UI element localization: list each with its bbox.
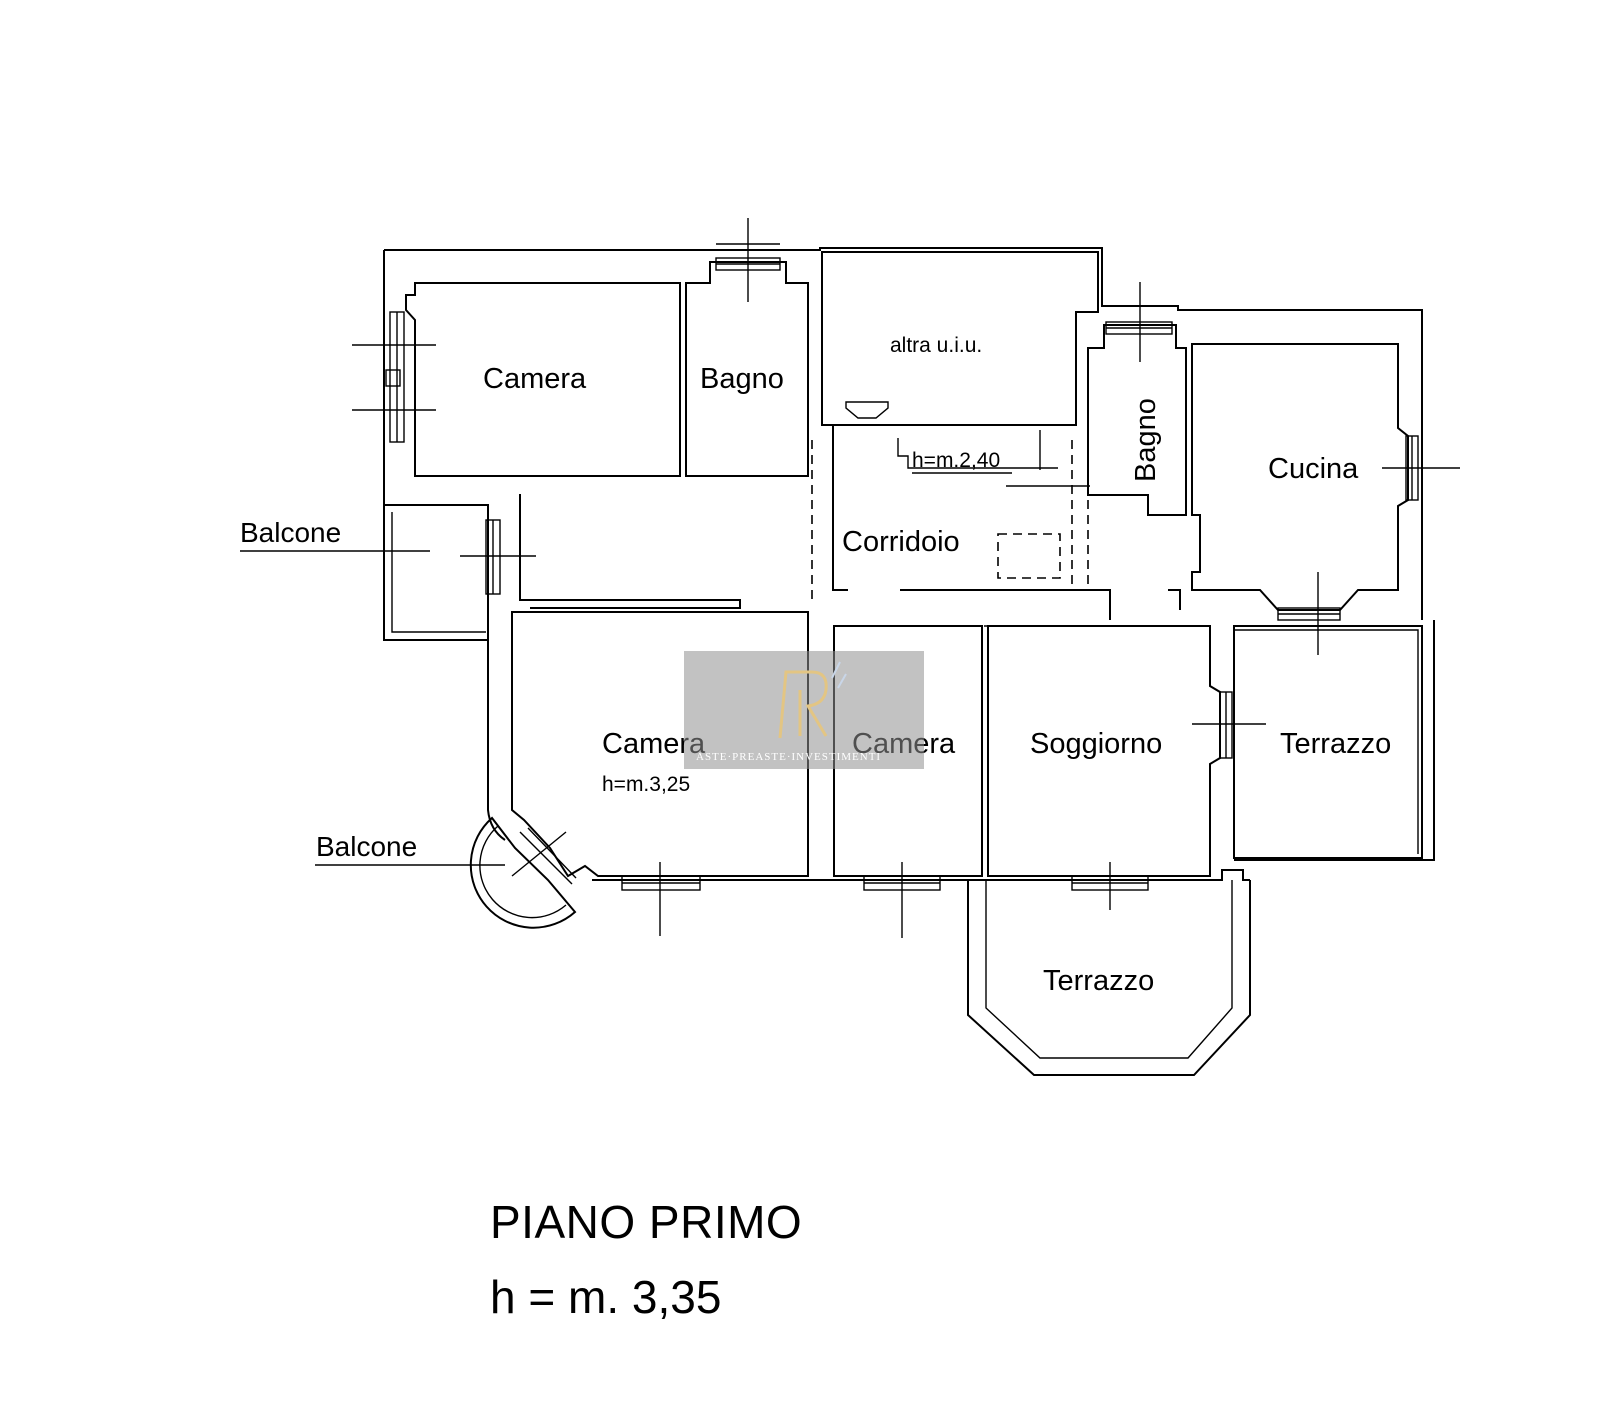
room-label-terrazzo-right: Terrazzo (1280, 728, 1391, 760)
room-label-soggiorno: Soggiorno (1030, 728, 1162, 760)
wall-corridor-south-2 (1168, 589, 1181, 610)
room-label-corridoio: Corridoio (842, 526, 960, 558)
room-label-bagno-top: Bagno (700, 363, 784, 395)
room-label-altra-uiu: altra u.i.u. (890, 334, 982, 357)
wall-bagno-top (685, 261, 809, 477)
window-balcone-lower (511, 827, 577, 885)
label-height-camera: h=m.3,25 (602, 773, 690, 796)
room-label-bagno-right: Bagno (1130, 398, 1162, 482)
balcone-lower-outline (469, 816, 577, 929)
wall-corridor-south (900, 589, 1111, 620)
room-label-terrazzo-bottom: Terrazzo (1043, 965, 1154, 997)
watermark-logo (778, 661, 847, 739)
window-camera-middle (863, 862, 941, 938)
window-camera-top-left (352, 311, 436, 443)
wall-camera-top (405, 282, 681, 477)
windows (352, 218, 1460, 938)
arrow-down-icon (845, 401, 889, 419)
window-cucina (1382, 435, 1460, 501)
window-bagno-top (715, 218, 781, 302)
dashed-openings (415, 440, 1192, 627)
window-cucina-south (1277, 572, 1341, 655)
watermark: ASTE·PREASTE·INVESTIMENTI (684, 651, 924, 769)
plan-height: h = m. 3,35 (490, 1271, 722, 1323)
wall-altra-uiu (821, 251, 1099, 426)
window-camera-bottom-left (621, 862, 701, 936)
room-label-cucina: Cucina (1268, 453, 1359, 485)
room-label-camera-top: Camera (483, 363, 587, 395)
label-balcone-upper: Balcone (240, 517, 341, 548)
window-balcone-upper (460, 519, 536, 595)
wall-corridor-mid (832, 425, 848, 591)
window-bagno-right (1105, 282, 1173, 362)
terrazzo-bottom-outline (967, 880, 1251, 1076)
wall-corridor-west (519, 494, 741, 609)
watermark-text: ASTE·PREASTE·INVESTIMENTI (696, 751, 881, 763)
exterior-walls (383, 247, 1435, 881)
wall-bagno-right (1087, 324, 1187, 516)
label-balcone-lower: Balcone (316, 831, 417, 862)
label-height-small: h=m.2,40 (912, 449, 1000, 472)
step-detail (897, 430, 1090, 487)
window-soggiorno-east (1192, 691, 1266, 759)
window-soggiorno-south (1071, 862, 1149, 910)
wall-terrazzo-right (1233, 625, 1423, 859)
balcone-upper-outline (383, 504, 489, 641)
plan-title: PIANO PRIMO (490, 1196, 803, 1248)
